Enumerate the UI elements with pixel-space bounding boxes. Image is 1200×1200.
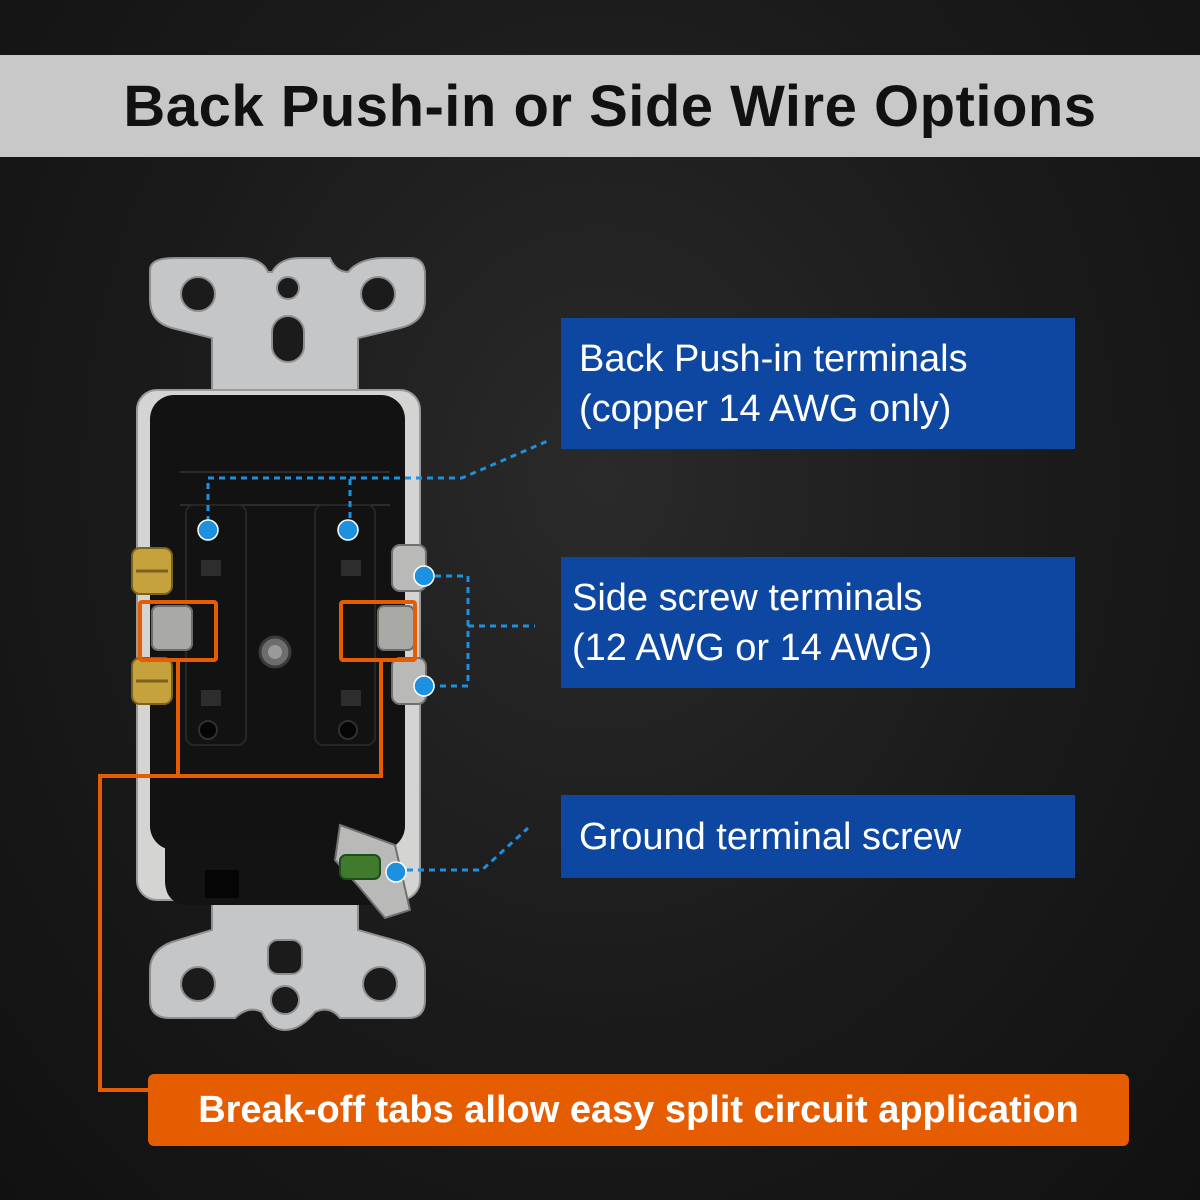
push-in-callout-line2: (copper 14 AWG only) [579,387,952,430]
break-off-tabs-banner-text: Break-off tabs allow easy split circuit … [198,1088,1079,1131]
page-title: Back Push-in or Side Wire Options [123,73,1097,139]
push-in-terminals-callout: Back Push-in terminals (copper 14 AWG on… [561,318,1075,449]
top-mounting-strap [149,257,426,396]
left-brass-terminal-screws [131,547,193,705]
ground-terminal-callout: Ground terminal screw [561,795,1075,878]
push-in-callout-line1: Back Push-in terminals [579,337,968,380]
ground-marker [385,861,407,883]
side-screw-terminals-callout: Side screw terminals (12 AWG or 14 AWG) [561,557,1075,688]
push-in-marker-left [197,519,219,541]
push-in-marker-right [337,519,359,541]
bottom-mounting-strap [149,899,426,1032]
title-bar: Back Push-in or Side Wire Options [0,55,1200,157]
push-in-leader-lines [206,438,551,522]
side-screw-callout-line1: Side screw terminals [572,576,923,619]
terminal-markers [197,519,435,883]
green-ground-screw [333,823,412,920]
break-off-tab-highlights [98,600,417,1092]
side-screw-leader-lines [424,574,535,688]
break-off-tabs-banner: Break-off tabs allow easy split circuit … [148,1074,1129,1146]
ground-callout-line1: Ground terminal screw [579,815,962,858]
side-screw-callout-line2: (12 AWG or 14 AWG) [572,626,933,669]
break-off-tab-right-box [339,600,417,662]
side-screw-marker-top [413,565,435,587]
side-screw-marker-bottom [413,675,435,697]
